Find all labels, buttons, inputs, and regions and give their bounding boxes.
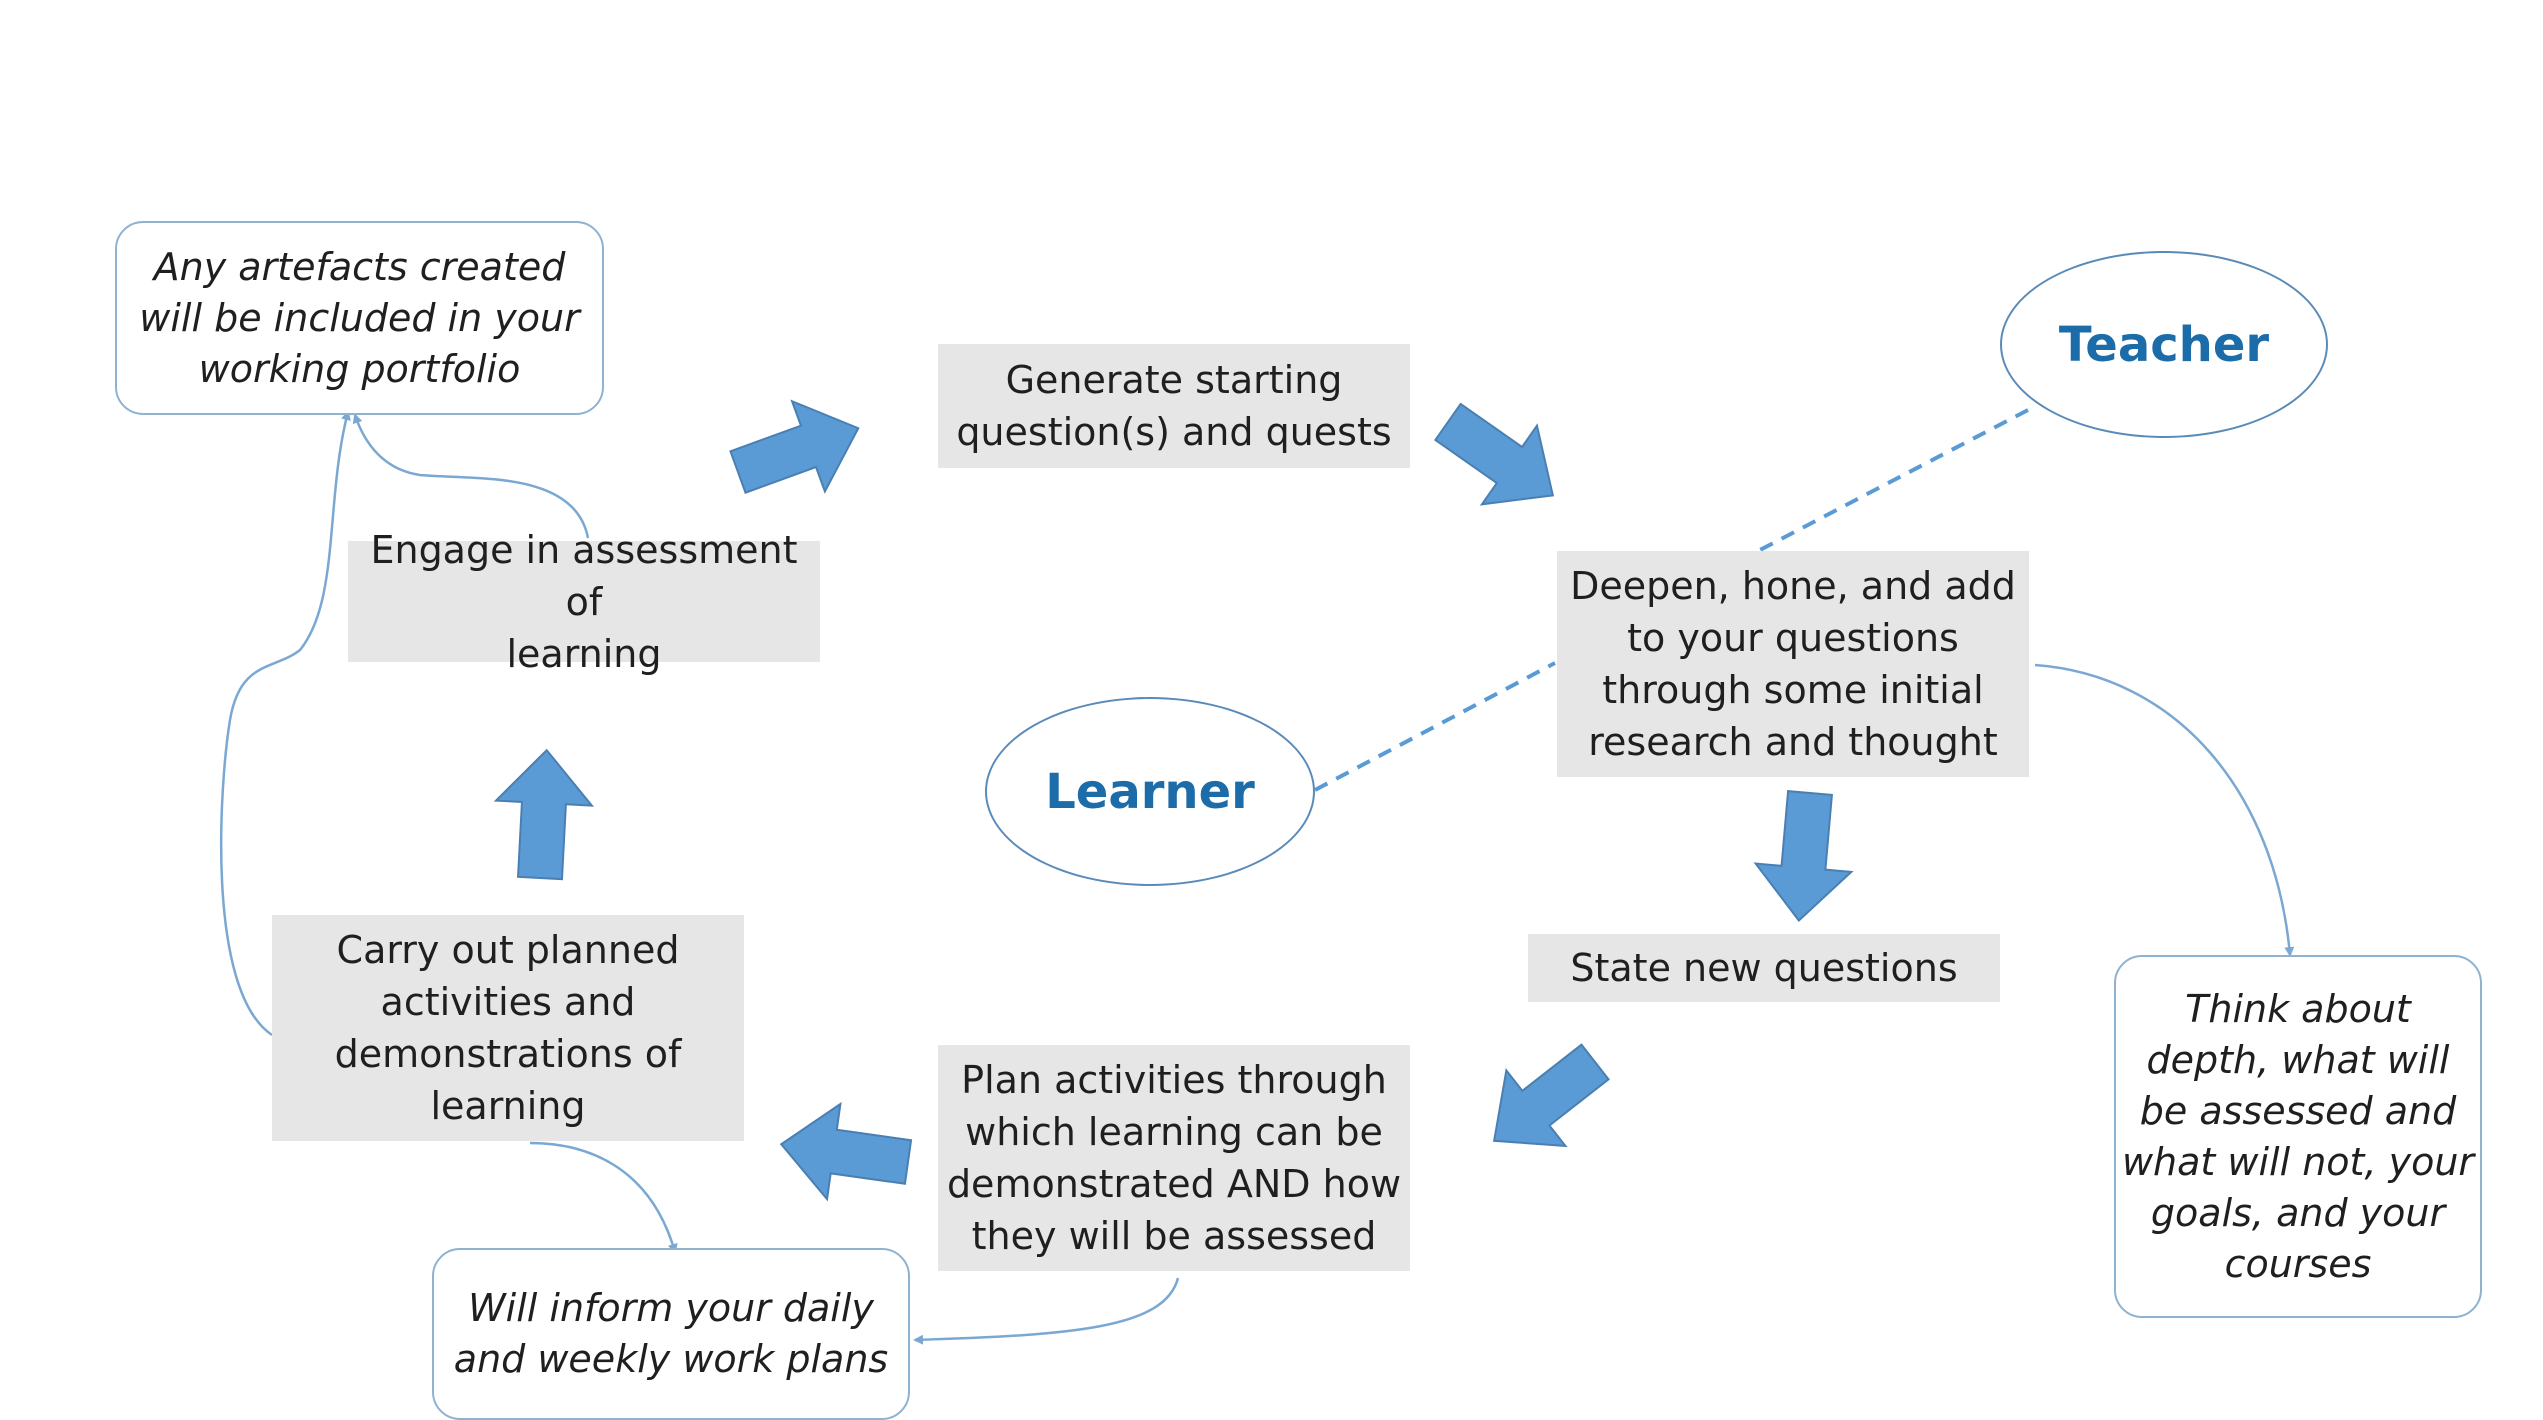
note-artefacts-portfolio: Any artefacts created will be included i… xyxy=(115,221,604,415)
flow-arrow-to-state xyxy=(1753,789,1854,922)
flow-arrow-to-plan xyxy=(1492,1043,1610,1148)
note-inform-work-plans: Will inform your daily and weekly work p… xyxy=(432,1248,910,1420)
flow-arrow-to-engage xyxy=(493,748,595,881)
flow-arrow-to-deepen xyxy=(1433,402,1555,506)
flow-arrow-to-generate xyxy=(729,399,860,494)
step-generate-questions: Generate starting question(s) and quests xyxy=(938,344,1410,468)
step-deepen-questions: Deepen, hone, and add to your questions … xyxy=(1557,551,2029,777)
connector-deepen-to-think xyxy=(2034,663,2295,957)
step-plan-activities: Plan activities through which learning c… xyxy=(938,1045,1410,1271)
connector-plan-to-inform xyxy=(913,1277,1180,1345)
role-teacher: Teacher xyxy=(2000,251,2328,438)
connector-engage-to-artefacts xyxy=(352,413,590,539)
connector-carry-to-inform xyxy=(529,1141,678,1254)
step-carry-out-activities: Carry out planned activities and demonst… xyxy=(272,915,744,1141)
learner-dashed-link xyxy=(1314,661,1556,792)
connector-carry-to-artefacts xyxy=(219,410,351,1037)
teacher-dashed-link xyxy=(1759,408,2029,552)
flow-arrow-to-carry xyxy=(779,1101,913,1202)
step-engage-assessment: Engage in assessment of learning xyxy=(348,528,820,676)
note-think-about-depth: Think about depth, what will be assessed… xyxy=(2114,955,2482,1318)
role-learner: Learner xyxy=(985,697,1315,886)
step-state-new-questions: State new questions xyxy=(1528,934,2000,1002)
